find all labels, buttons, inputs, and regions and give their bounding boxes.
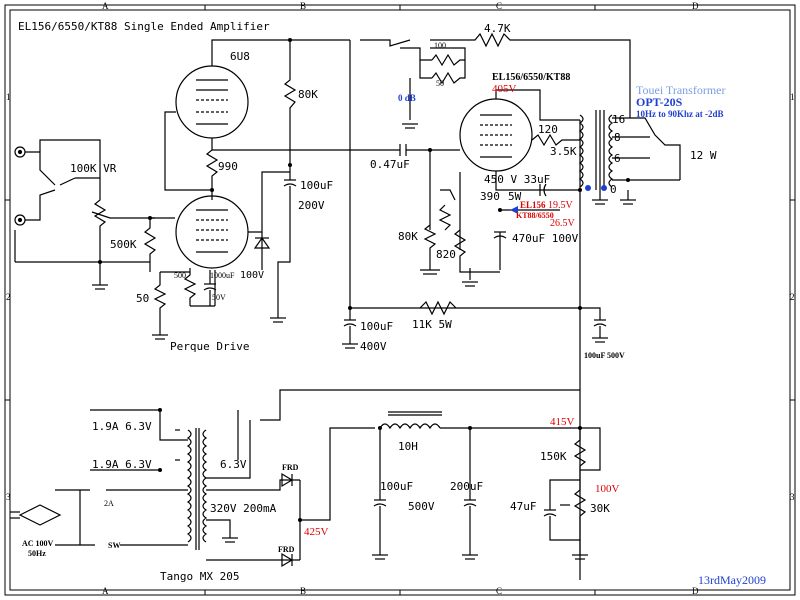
kt88-label: KT88/6550 — [516, 211, 554, 220]
date-label: 13rdMay2009 — [698, 573, 766, 587]
col-label-c-bottom: C — [496, 586, 502, 596]
frd-1-label: FRD — [282, 463, 299, 472]
cap-450v-label: 450 V 33uF — [484, 173, 550, 186]
row-label-3: 3 — [6, 492, 11, 502]
switch-sw-label: SW — [108, 541, 120, 550]
choke-10h-label: 10H — [398, 440, 418, 453]
row-label-1: 1 — [6, 92, 11, 102]
junction-dots — [98, 38, 630, 522]
resistor-500k-label: 500K — [110, 238, 137, 251]
cap-100uf-400-label: 100uF — [360, 320, 393, 333]
border-frame: A B C D A B C D 1 2 3 1 2 3 — [4, 1, 796, 596]
fuse-2a-label: 2A — [104, 499, 114, 508]
ps-cap-1-label: 100uF — [380, 480, 413, 493]
row-label-1-right: 1 — [790, 92, 795, 102]
resistor-3k5-label: 3.5K — [550, 145, 577, 158]
volt-50v-label: 50V — [212, 293, 226, 302]
cap-100uf-500-label: 100uF 500V — [584, 351, 625, 360]
cap-47uf-label: 47uF — [510, 500, 537, 513]
kt88-val-label: 26.5V — [550, 218, 576, 229]
volt-415v-label: 415V — [550, 416, 575, 428]
resistor-11k-label: 11K 5W — [412, 318, 452, 331]
resistor-80k-label: 80K — [298, 88, 318, 101]
tube-6u8-label: 6U8 — [230, 50, 250, 63]
output-tube-label: EL156/6550/KT88 — [492, 72, 570, 83]
zero-db-label: 0 dB — [398, 93, 416, 103]
resistor-50-label: 50 — [136, 292, 149, 305]
cap-470-label: 470uF 100V — [512, 232, 579, 245]
col-label-a-bottom: A — [102, 586, 109, 596]
col-label-b-bottom: B — [300, 586, 306, 596]
col-label-c: C — [496, 1, 502, 11]
perque-drive-label: Perque Drive — [170, 340, 249, 353]
col-label-a: A — [102, 1, 109, 11]
heater-2-label: 1.9A 6.3V — [92, 458, 152, 471]
cap-100uf-label: 100uF — [300, 179, 333, 192]
volt-200v-label: 200V — [298, 199, 325, 212]
frd-2-label: FRD — [278, 545, 295, 554]
volt-405v-label: 405V — [492, 83, 517, 95]
row-label-3-right: 3 — [790, 492, 795, 502]
resistor-4k7-label: 4.7K — [484, 22, 511, 35]
resistor-120-label: 120 — [538, 123, 558, 136]
resistor-100-label: 100 — [434, 41, 446, 50]
watt-5w-label: 5W — [508, 190, 522, 203]
transformer-spec-label: 10Hz to 90Khz at -2dB — [636, 109, 724, 119]
volt-500v-label: 500V — [408, 500, 435, 513]
blue-markers — [510, 185, 607, 214]
tap-6-label: 6 — [614, 152, 621, 165]
tap-8-label: 8 — [614, 131, 621, 144]
transformer-model-label: OPT-20S — [636, 95, 683, 109]
resistor-820-label: 820 — [436, 248, 456, 261]
resistor-990-label: 990 — [218, 160, 238, 173]
tap-16-label: 16 — [612, 113, 625, 126]
cap-1000uf-label: 1000uF — [210, 271, 235, 280]
volt-100v-label: 100V — [240, 270, 264, 281]
transformer-name-label: Touei Transformer — [636, 83, 725, 97]
col-label-b: B — [300, 1, 306, 11]
cap-047-label: 0.47uF — [370, 158, 410, 171]
resistor-390-label: 390 — [480, 190, 500, 203]
ac-100v-label: AC 100V — [22, 539, 54, 548]
resistor-150k-label: 150K — [540, 450, 567, 463]
col-label-d-bottom: D — [692, 586, 699, 596]
heater-1-label: 1.9A 6.3V — [92, 420, 152, 433]
tango-label: Tango MX 205 — [160, 570, 239, 583]
el156-val-label: 19.5V — [548, 200, 574, 211]
volt-100v-b-label: 100V — [595, 483, 620, 495]
el156-label: EL156 — [520, 200, 546, 210]
output-12w-label: 12 W — [690, 149, 717, 162]
resistor-30k-label: 30K — [590, 502, 610, 515]
row-label-2-right: 2 — [790, 292, 795, 302]
page-title: EL156/6550/KT88 Single Ended Amplifier — [18, 20, 270, 33]
ac-50hz-label: 50Hz — [28, 549, 46, 558]
resistor-50b-label: 50 — [436, 79, 444, 88]
heater-63v-label: 6.3V — [220, 458, 247, 471]
resistor-500-label: 500 — [174, 271, 186, 280]
ps-cap-2-label: 200uF — [450, 480, 483, 493]
volt-425v-label: 425V — [304, 526, 329, 538]
tap-0-label: 0 — [610, 183, 617, 196]
vr-100k-label: 100K VR — [70, 162, 117, 175]
volt-400v-label: 400V — [360, 340, 387, 353]
row-label-2: 2 — [6, 292, 11, 302]
hv-320v-label: 320V 200mA — [210, 502, 277, 515]
col-label-d: D — [692, 1, 699, 11]
resistor-80k-b-label: 80K — [398, 230, 418, 243]
